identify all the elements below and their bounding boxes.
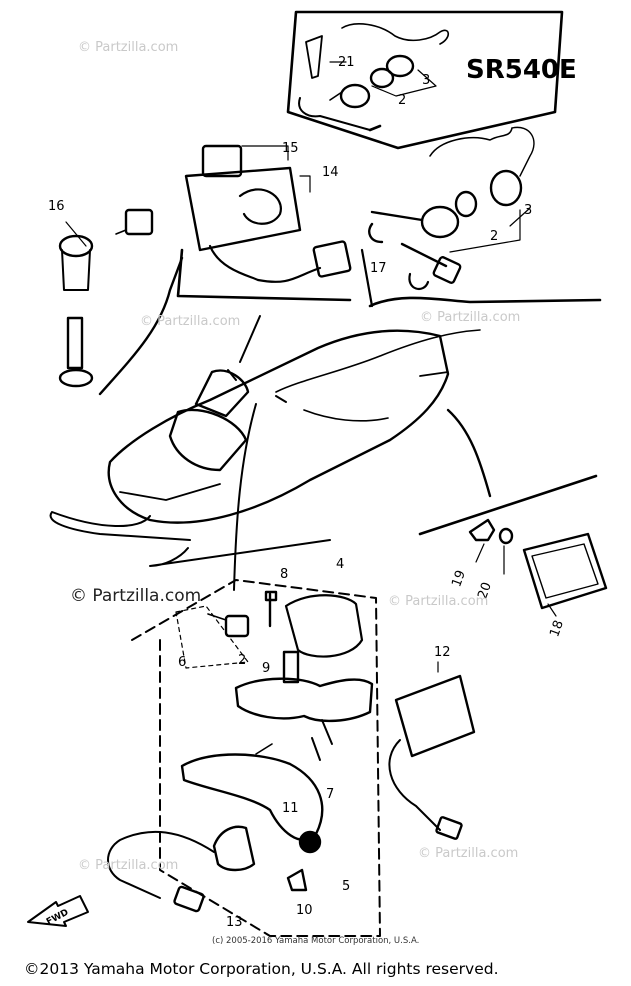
callout-15: 15 [282, 141, 299, 156]
callout-7: 7 [326, 787, 334, 802]
watermark-7: © Partzilla.com [418, 846, 519, 861]
callout-11: 11 [282, 801, 299, 816]
callout-12: 12 [434, 645, 451, 660]
callout-8: 8 [280, 567, 288, 582]
watermark-3: © Partzilla.com [420, 310, 521, 325]
callout-2b: 2 [490, 229, 498, 244]
callout-13: 13 [226, 915, 243, 930]
watermark-1: © Partzilla.com [78, 40, 179, 55]
callout-3b: 3 [524, 203, 532, 218]
callout-9: 9 [262, 661, 270, 676]
callout-4: 4 [336, 557, 344, 572]
inner-copyright: (c) 2005-2016 Yamaha Motor Corporation, … [212, 936, 420, 946]
part-number-callouts: 2 3 21 2 3 15 14 16 17 4 8 6 2 9 12 19 2… [48, 55, 567, 930]
callout-5: 5 [342, 879, 350, 894]
callout-16: 16 [48, 199, 65, 214]
callout-19: 19 [449, 568, 469, 589]
callout-20: 20 [475, 580, 495, 601]
callout-2a: 2 [398, 93, 406, 108]
snowmobile-body [49, 329, 450, 567]
footer-copyright: ©2013 Yamaha Motor Corporation, U.S.A. A… [24, 960, 499, 978]
watermark-5: © Partzilla.com [388, 594, 489, 609]
callout-17: 17 [370, 261, 387, 276]
fwd-arrow-icon [27, 895, 89, 927]
callout-14: 14 [322, 165, 339, 180]
callout-10: 10 [296, 903, 313, 918]
sr540e-inset [286, 10, 564, 150]
watermark-4: © Partzilla.com [70, 586, 202, 606]
callout-18: 18 [547, 618, 567, 639]
tail-light-group [418, 474, 608, 617]
callout-21: 21 [338, 55, 355, 70]
kill-switch-assembly [58, 208, 184, 396]
watermark-6: © Partzilla.com [78, 858, 179, 873]
callout-3a: 3 [422, 73, 430, 88]
ignition-switch-group [360, 126, 602, 308]
watermark-2: © Partzilla.com [140, 314, 241, 329]
throttle-assembly [107, 579, 476, 937]
callout-2c: 2 [238, 653, 246, 668]
model-label: SR540E [466, 55, 577, 85]
callout-6: 6 [178, 655, 186, 670]
